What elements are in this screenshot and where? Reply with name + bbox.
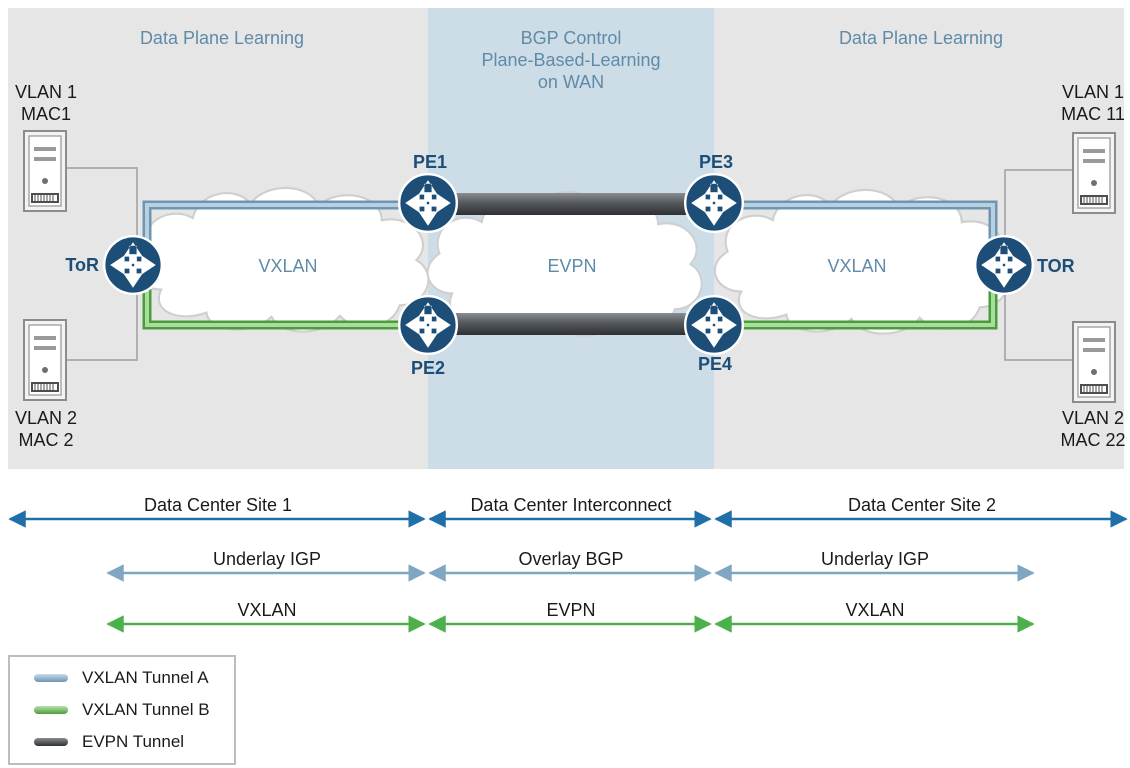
legend-item-evpn-tunnel: EVPN Tunnel — [34, 731, 184, 753]
server-link-top-right — [1004, 169, 1075, 265]
server-bottom-left-mac: MAC 2 — [18, 430, 73, 450]
span-label-vxlan-right: VXLAN — [845, 600, 904, 620]
server-link-top-left — [58, 167, 138, 265]
legend-swatch-green — [34, 706, 68, 714]
legend-item-vxlan-tunnel-b: VXLAN Tunnel B — [34, 699, 210, 721]
right-region-title: Data Plane Learning — [839, 28, 1003, 48]
span-label-evpn: EVPN — [546, 600, 595, 620]
span-label-site2: Data Center Site 2 — [848, 495, 996, 515]
span-label-vxlan-left: VXLAN — [237, 600, 296, 620]
evpn-tunnel-bottom — [440, 313, 705, 335]
span-label-underlay-right: Underlay IGP — [821, 549, 929, 569]
cloud-label-center: EVPN — [547, 256, 596, 276]
legend-swatch-dark — [34, 738, 68, 746]
pe1-label: PE1 — [413, 152, 447, 172]
cloud-label-right: VXLAN — [827, 256, 886, 276]
evpn-tunnel-top — [440, 193, 705, 215]
server-icon-top-left — [23, 130, 67, 212]
server-icon-bottom-left — [23, 319, 67, 401]
span-label-underlay-left: Underlay IGP — [213, 549, 321, 569]
legend-swatch-blue — [34, 674, 68, 682]
server-top-left-vlan: VLAN 1 — [15, 82, 77, 102]
server-top-right-vlan: VLAN 1 — [1062, 82, 1124, 102]
pe4-router-icon — [684, 295, 744, 355]
server-bottom-left-vlan: VLAN 2 — [15, 408, 77, 428]
legend-label: VXLAN Tunnel B — [82, 700, 210, 719]
center-region-title-line1: BGP Control — [521, 28, 622, 48]
tor-right-router-icon — [974, 234, 1035, 295]
tor-left-label: ToR — [65, 255, 99, 275]
legend-label: VXLAN Tunnel A — [82, 668, 209, 687]
server-top-left-mac: MAC1 — [21, 104, 71, 124]
server-bottom-right-vlan: VLAN 2 — [1062, 408, 1124, 428]
server-bottom-right-mac: MAC 22 — [1060, 430, 1125, 450]
pe3-router-icon — [684, 172, 744, 234]
server-link-bottom-right — [1004, 265, 1075, 361]
pe3-label: PE3 — [699, 152, 733, 172]
cloud-label-left: VXLAN — [258, 256, 317, 276]
center-region-title-line2: Plane-Based-Learning — [481, 50, 660, 70]
tor-right-label: TOR — [1037, 256, 1075, 276]
pe2-label: PE2 — [411, 358, 445, 378]
legend: VXLAN Tunnel A VXLAN Tunnel B EVPN Tunne… — [8, 655, 236, 765]
legend-item-vxlan-tunnel-a: VXLAN Tunnel A — [34, 667, 209, 689]
legend-label: EVPN Tunnel — [82, 732, 185, 751]
center-region-title-line3: on WAN — [538, 72, 604, 92]
pe2-router-icon — [398, 295, 458, 355]
span-label-interconnect: Data Center Interconnect — [470, 495, 671, 515]
server-icon-top-right — [1072, 132, 1116, 214]
span-label-overlay: Overlay BGP — [518, 549, 623, 569]
tor-left-router-icon — [102, 234, 164, 295]
pe4-label: PE4 — [698, 354, 732, 374]
pe1-router-icon — [398, 172, 458, 234]
server-link-bottom-left — [58, 265, 138, 361]
server-icon-bottom-right — [1072, 321, 1116, 403]
server-top-right-mac: MAC 11 — [1061, 104, 1125, 124]
span-label-site1: Data Center Site 1 — [144, 495, 292, 515]
left-region-title: Data Plane Learning — [140, 28, 304, 48]
